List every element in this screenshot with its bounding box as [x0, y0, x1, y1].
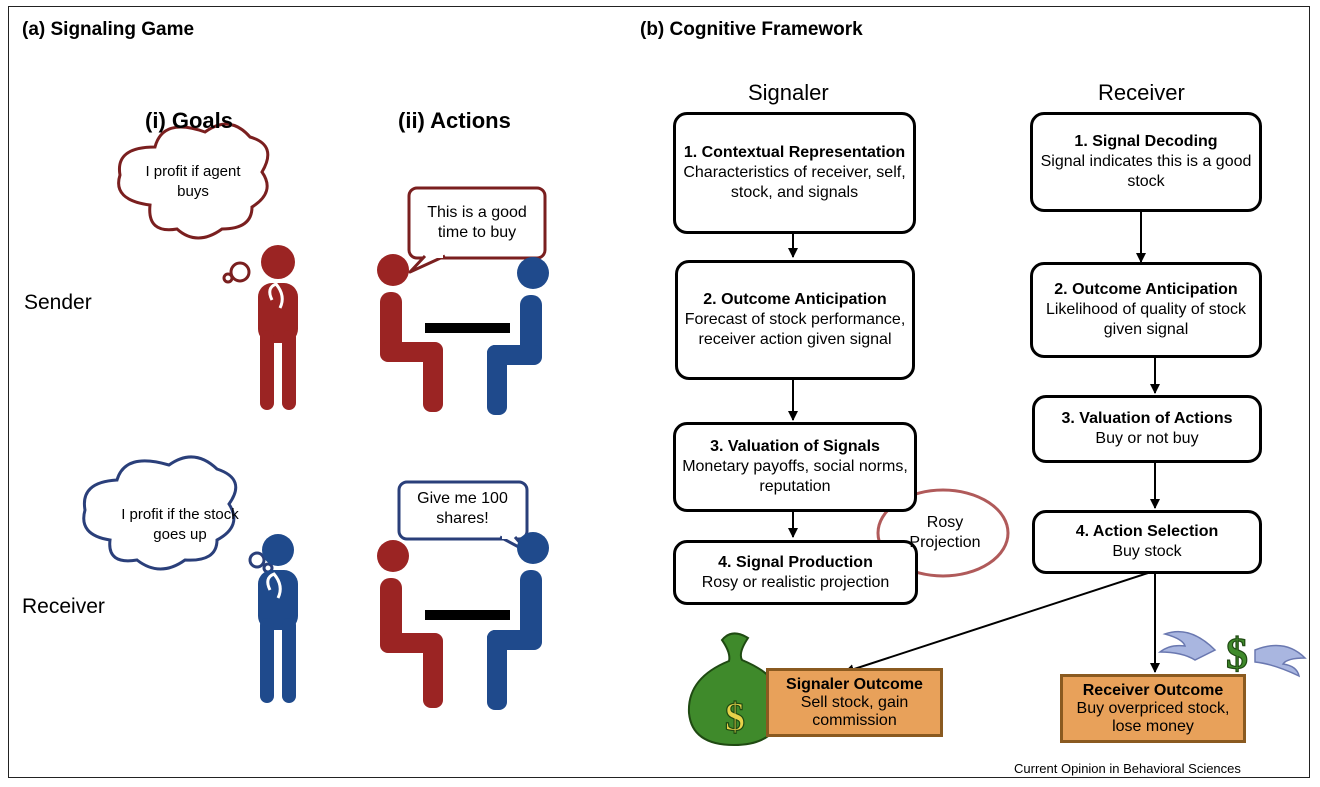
receiver-action-red-person-icon	[377, 540, 443, 708]
receiver-step-4-title: 4. Action Selection	[1075, 523, 1219, 540]
signaler-step-3-box: 3. Valuation of Signals Monetary payoffs…	[673, 422, 917, 512]
sender-person-icon	[258, 245, 298, 410]
signaler-column-heading: Signaler	[748, 80, 829, 105]
sender-thought-text: I profit if agent buys	[145, 163, 241, 200]
signaler-step-2-box: 2. Outcome Anticipation Forecast of stoc…	[675, 260, 915, 380]
signaler-step-2-body: Forecast of stock performance, receiver …	[684, 311, 906, 348]
svg-text:$: $	[1226, 629, 1248, 678]
journal-footer: Current Opinion in Behavioral Sciences	[1014, 761, 1241, 776]
receiver-step-1-body: Signal indicates this is a good stock	[1040, 153, 1252, 190]
receiver-table-icon	[425, 610, 510, 620]
receiver-step-1-box: 1. Signal Decoding Signal indicates this…	[1030, 112, 1262, 212]
sender-speech-text: This is a good time to buy	[427, 204, 527, 241]
rosy-projection-text: Rosy Projection	[909, 514, 981, 551]
signaler-step-2-title: 2. Outcome Anticipation	[703, 291, 887, 308]
signaler-step-4-title: 4. Signal Production	[718, 553, 873, 571]
receiver-step-2-body: Likelihood of quality of stock given sig…	[1045, 301, 1247, 338]
receiver-arrows	[844, 212, 1160, 674]
sender-table-icon	[425, 323, 510, 333]
signaler-step-1-title: 1. Contextual Representation	[683, 144, 906, 161]
panel-a-title: (a) Signaling Game	[22, 19, 195, 40]
sender-thought-bubble-icon	[117, 122, 270, 284]
signaler-step-1-box: 1. Contextual Representation Characteris…	[673, 112, 916, 234]
receiver-step-4-body: Buy stock	[1112, 543, 1182, 560]
signaler-outcome-body: Sell stock, gain commission	[800, 693, 909, 729]
receiver-step-1-title: 1. Signal Decoding	[1074, 133, 1218, 150]
receiver-thought-bubble-icon	[82, 455, 274, 574]
sender-hand-icon	[268, 282, 284, 309]
receiver-step-2-box: 2. Outcome Anticipation Likelihood of qu…	[1030, 262, 1262, 358]
receiver-step-3-title: 3. Valuation of Actions	[1061, 410, 1233, 427]
signaler-step-3-body: Monetary payoffs, social norms, reputati…	[682, 458, 908, 495]
receiver-row-label: Receiver	[22, 595, 105, 618]
money-bag-icon: $	[687, 632, 785, 747]
svg-text:$: $	[725, 694, 745, 739]
figure-frame	[8, 6, 1310, 778]
signaler-step-3-title: 3. Valuation of Signals	[710, 438, 880, 455]
flying-money-icon: $	[1157, 628, 1307, 679]
sender-action-red-person-icon	[377, 254, 443, 412]
signaler-outcome-box: Signaler Outcome Sell stock, gain commis…	[766, 668, 943, 737]
receiver-step-4-box: 4. Action Selection Buy stock	[1032, 510, 1262, 574]
receiver-hand-icon	[266, 572, 282, 599]
receiver-speech-text: Give me 100 shares!	[417, 490, 508, 527]
signaler-step-4-box: 4. Signal Production Rosy or realistic p…	[673, 540, 918, 605]
receiver-outcome-title: Receiver Outcome	[1082, 681, 1224, 699]
signaler-step-1-body: Characteristics of receiver, self, stock…	[683, 164, 906, 201]
receiver-step-3-body: Buy or not buy	[1095, 430, 1199, 447]
receiver-step-2-title: 2. Outcome Anticipation	[1054, 281, 1238, 298]
receiver-column-heading: Receiver	[1098, 80, 1185, 105]
receiver-action-blue-person-icon	[487, 532, 549, 710]
goals-column-title: (i) Goals	[145, 108, 234, 133]
panel-b-title: (b) Cognitive Framework	[640, 19, 863, 40]
sender-action-blue-person-icon	[487, 257, 549, 415]
actions-column-title: (ii) Actions	[398, 108, 511, 133]
sender-row-label: Sender	[24, 291, 92, 314]
receiver-step-3-box: 3. Valuation of Actions Buy or not buy	[1032, 395, 1262, 463]
receiver-outcome-body: Buy overpriced stock, lose money	[1076, 699, 1230, 735]
sender-speech-bubble-icon	[407, 186, 547, 274]
receiver-thought-text: I profit if the stock goes up	[121, 506, 239, 543]
receiver-outcome-box: Receiver Outcome Buy overpriced stock, l…	[1060, 674, 1246, 743]
signaler-step-4-body: Rosy or realistic projection	[701, 573, 890, 591]
signaler-outcome-title: Signaler Outcome	[786, 675, 923, 693]
